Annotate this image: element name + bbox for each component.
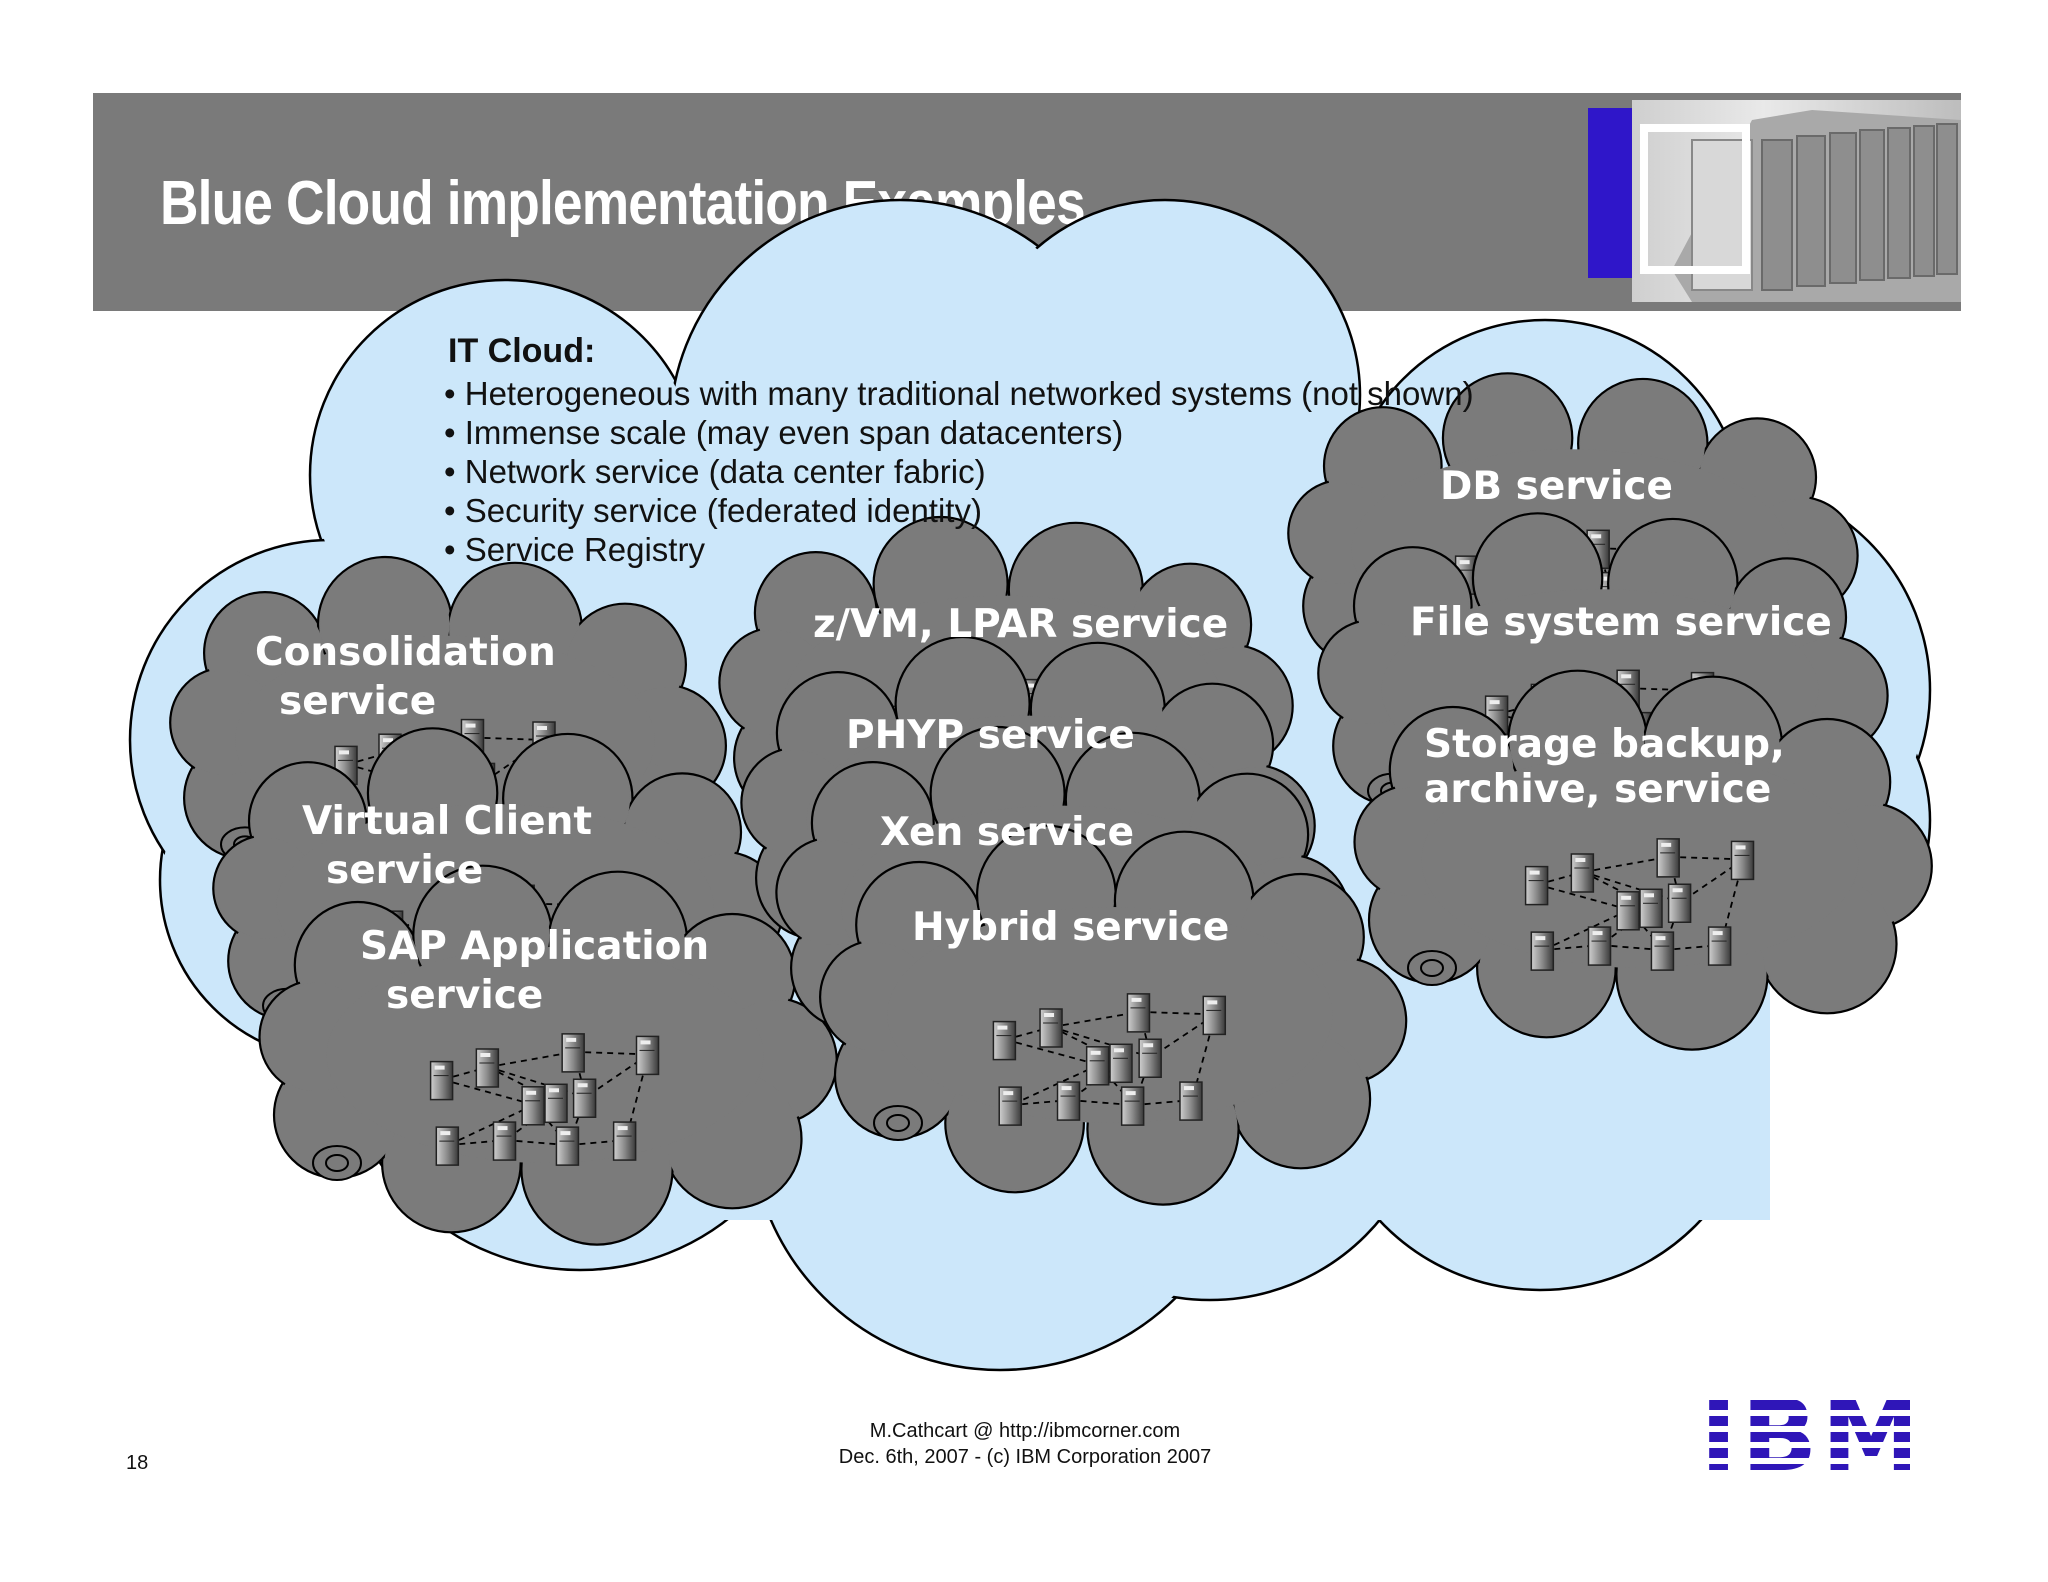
- server-icon: [572, 1078, 597, 1118]
- hybrid-service-label: Hybrid service: [912, 905, 1230, 950]
- consolidation-service-label: Consolidation service: [255, 628, 556, 726]
- it-bullet: • Heterogeneous with many traditional ne…: [444, 375, 1474, 412]
- server-icon: [1109, 1043, 1133, 1084]
- server-icon: [992, 1020, 1017, 1061]
- sap-cloud: [258, 864, 838, 1246]
- server-icon: [1085, 1046, 1110, 1086]
- server-icon: [1126, 993, 1151, 1033]
- file-system-service-label: File system service: [1410, 600, 1832, 645]
- server-icon: [544, 1083, 568, 1124]
- server-icon: [635, 1035, 660, 1076]
- server-icon: [561, 1033, 585, 1073]
- server-icon: [1179, 1081, 1203, 1121]
- footer-copyright: Dec. 6th, 2007 - (c) IBM Corporation 200…: [838, 1446, 1212, 1468]
- server-icon: [1667, 883, 1692, 923]
- server-icon: [1650, 931, 1675, 971]
- storage-cloud: [1353, 669, 1933, 1051]
- zvm-service-label: z/VM, LPAR service: [813, 602, 1229, 647]
- server-icon: [1039, 1008, 1063, 1048]
- server-icon: [1524, 865, 1549, 906]
- accent-block: [1588, 108, 1632, 278]
- it-bullet: • Network service (data center fabric): [444, 453, 986, 490]
- server-icon: [1202, 995, 1227, 1036]
- server-icon: [1707, 926, 1732, 966]
- it-bullet: • Immense scale (may even span datacente…: [444, 414, 1124, 451]
- it-bullet: • Security service (federated identity): [444, 492, 982, 529]
- server-icon: [1656, 838, 1680, 878]
- footer-author: M.Cathcart @ http://ibmcorner.com: [869, 1420, 1181, 1442]
- server-icon: [1616, 891, 1640, 931]
- sap-service-label: SAP Application service: [360, 922, 709, 1020]
- server-icon: [555, 1126, 580, 1166]
- label-line: archive, service: [1424, 767, 1772, 812]
- server-icon: [492, 1121, 517, 1161]
- label-line: Virtual Client: [302, 799, 592, 844]
- server-icon: [521, 1086, 545, 1126]
- server-icon: [1587, 926, 1612, 966]
- page-number: 18: [126, 1452, 149, 1474]
- storage-service-label: Storage backup, archive, service: [1424, 722, 1785, 812]
- it-bullet: • Service Registry: [444, 531, 705, 568]
- label-line: Consolidation: [255, 630, 556, 675]
- xen-service-label: Xen service: [880, 810, 1135, 855]
- label-line: service: [279, 679, 437, 724]
- it-bullet-text: Service Registry: [464, 531, 705, 568]
- ibm-logo-text: IBM: [1700, 1384, 1910, 1484]
- it-bullet-text: Security service (federated identity): [464, 492, 982, 529]
- server-icon: [998, 1086, 1022, 1126]
- server-icon: [1120, 1086, 1145, 1126]
- label-line: service: [386, 973, 544, 1018]
- server-icon: [1570, 853, 1595, 893]
- label-line: service: [326, 848, 484, 893]
- it-bullet-text: Network service (data center fabric): [464, 453, 986, 490]
- it-cloud-bullets: • Heterogeneous with many traditional ne…: [444, 374, 1474, 569]
- it-bullet-text: Immense scale (may even span datacenters…: [464, 414, 1124, 451]
- ibm-logo: IBM: [1700, 1384, 1910, 1484]
- server-icon: [429, 1060, 454, 1101]
- phyp-service-label: PHYP service: [846, 713, 1135, 758]
- server-icon: [612, 1121, 637, 1161]
- server-icon: [475, 1048, 500, 1088]
- server-icon: [1639, 888, 1663, 929]
- label-line: SAP Application: [360, 924, 710, 969]
- server-icon: [1056, 1081, 1081, 1121]
- network-links: [1537, 855, 1745, 952]
- label-line: Storage backup,: [1424, 722, 1785, 767]
- photo-frame: [1640, 124, 1750, 274]
- server-icon: [1530, 931, 1555, 971]
- it-cloud-heading: IT Cloud:: [448, 332, 596, 370]
- server-icon: [1138, 1038, 1162, 1078]
- hybrid-cloud: [818, 824, 1408, 1206]
- virtual-client-service-label: Virtual Client service: [302, 797, 592, 895]
- db-service-label: DB service: [1440, 464, 1673, 509]
- server-icon: [435, 1126, 460, 1166]
- service-clouds: [169, 372, 1933, 1246]
- footer: M.Cathcart @ http://ibmcorner.com Dec. 6…: [760, 1418, 1290, 1470]
- server-icon: [1730, 840, 1755, 881]
- it-bullet-text: Heterogeneous with many traditional netw…: [464, 375, 1474, 412]
